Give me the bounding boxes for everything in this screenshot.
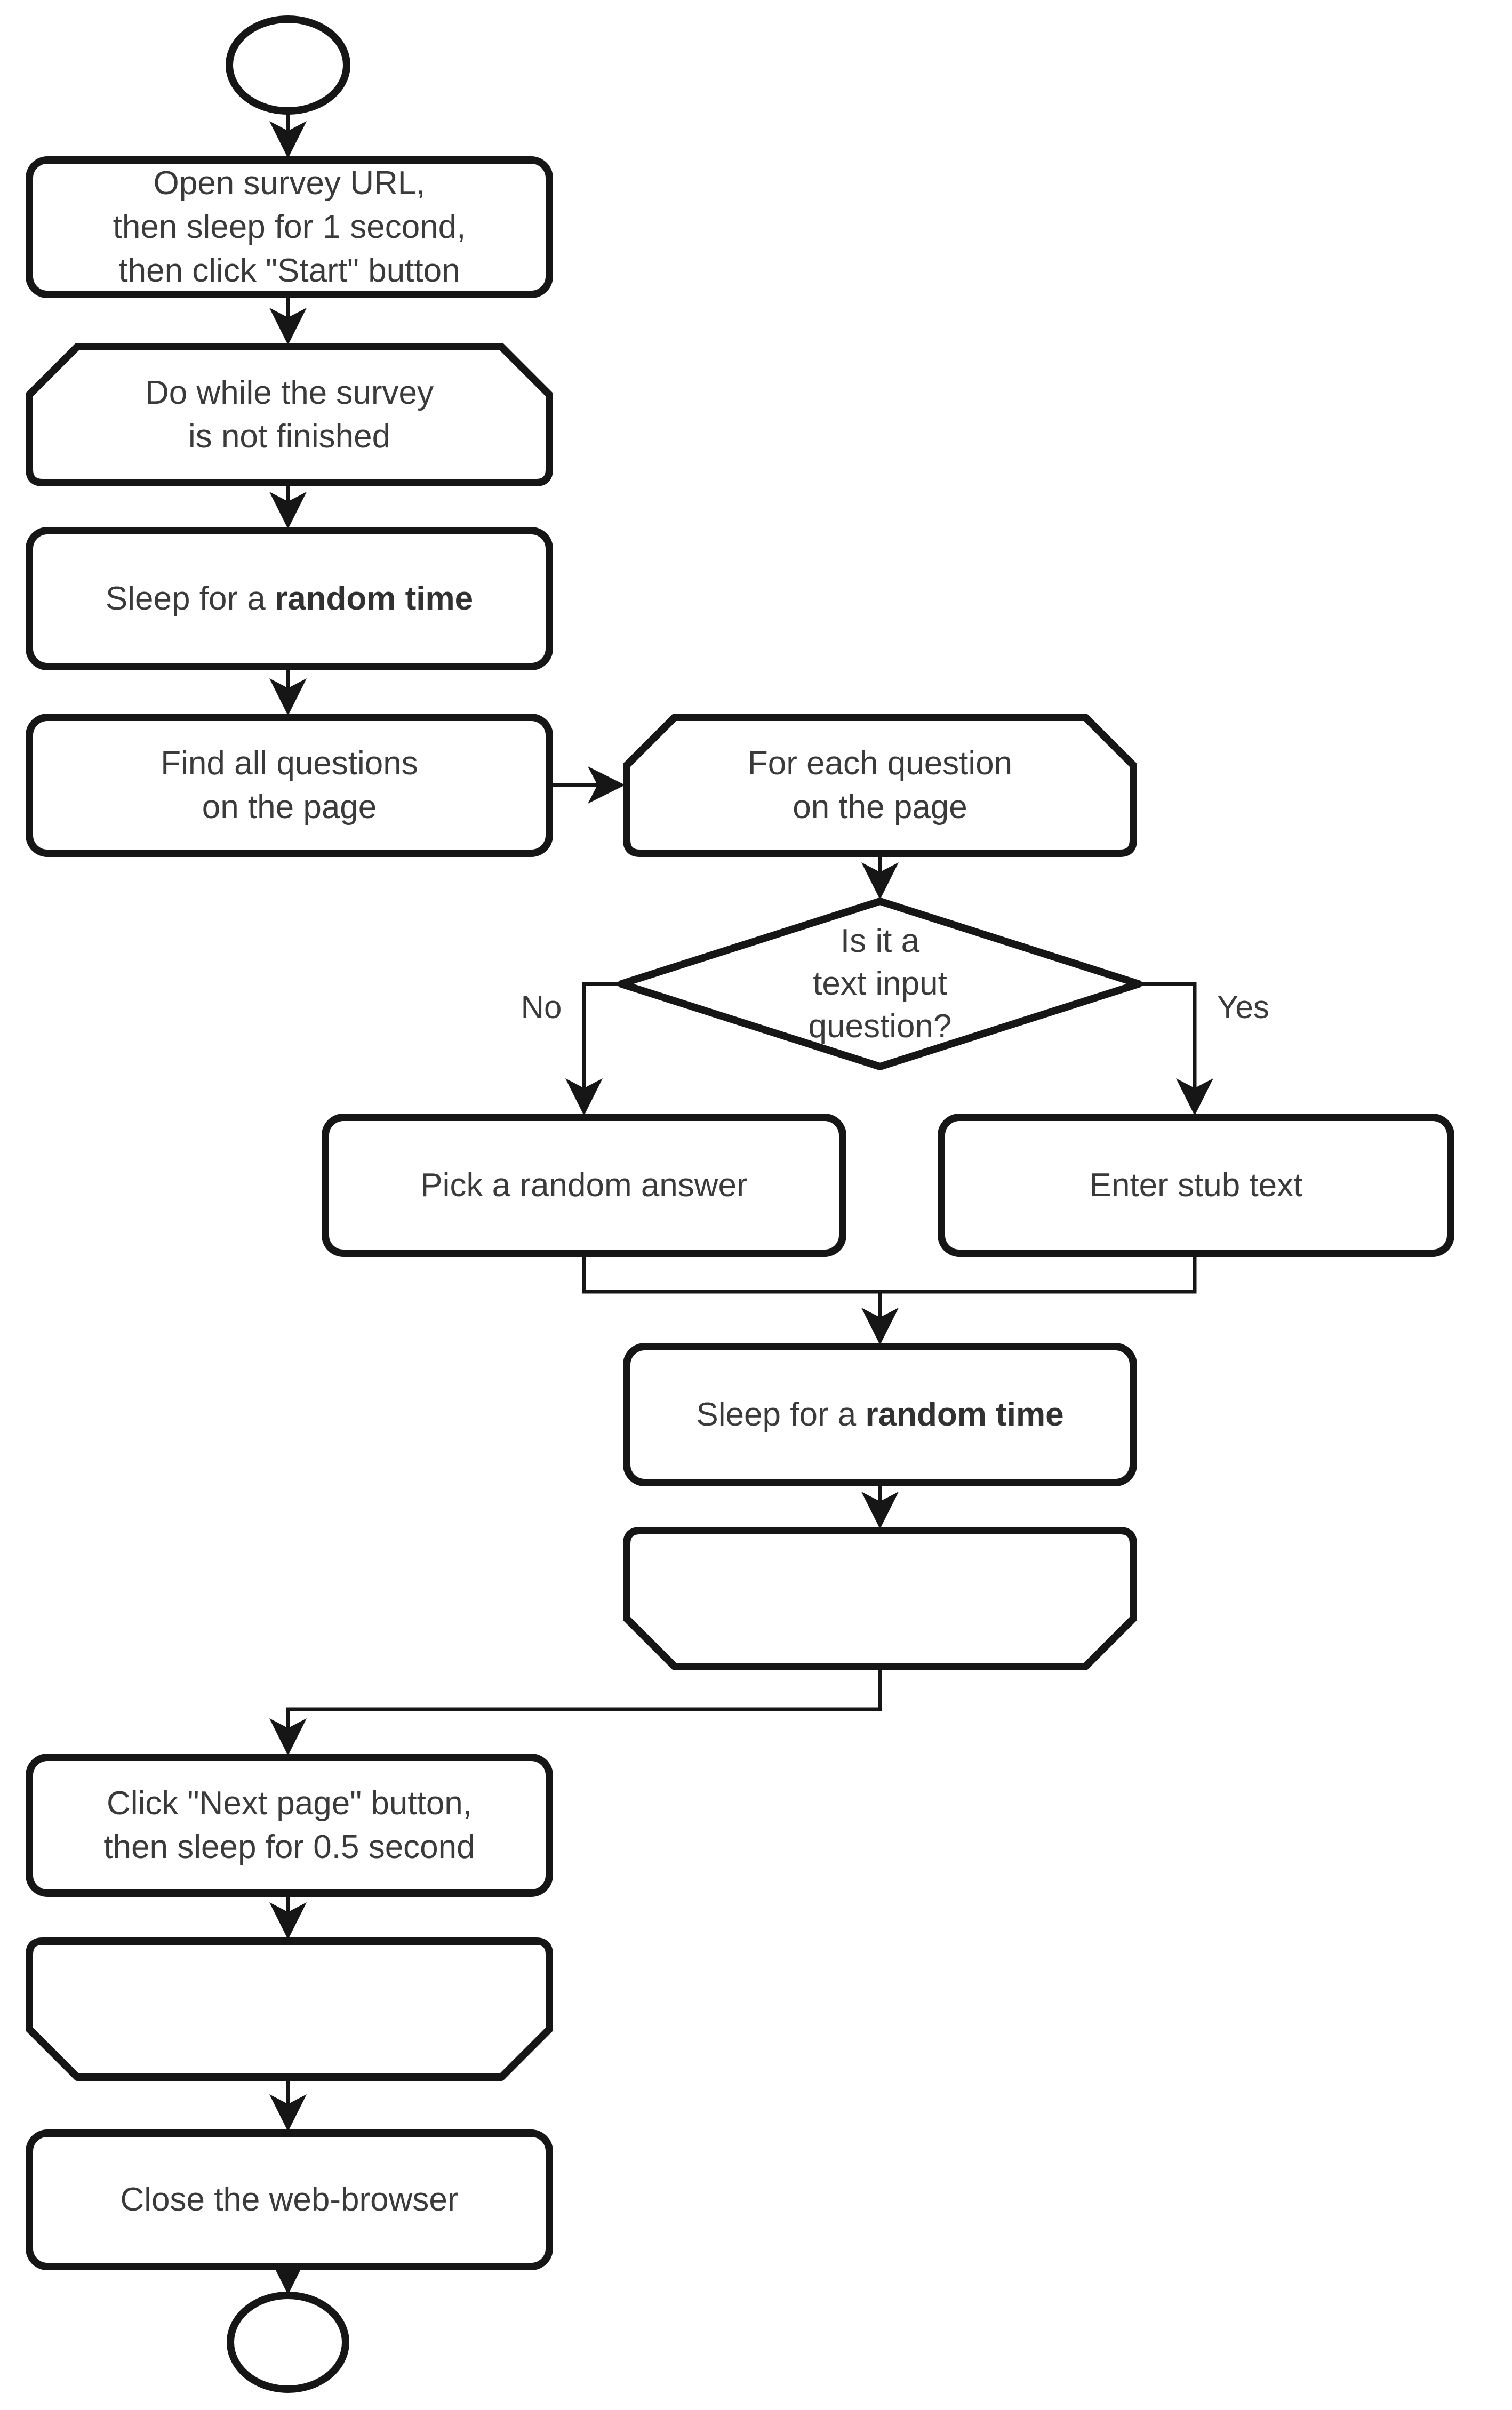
- loop-start-do-while: [26, 343, 553, 486]
- process-sleep-random-2: [623, 1343, 1137, 1486]
- loop-end-survey: [26, 1937, 553, 2081]
- edge-decision-yes-branch: [1139, 982, 1213, 1116]
- loop-end-questions: [623, 1527, 1137, 1670]
- edge-merge-branches: [582, 1253, 1197, 1294]
- yes-branch-label: Yes: [1217, 989, 1269, 1025]
- process-sleep-random-1: [26, 527, 553, 670]
- edge-decision-no-branch: [565, 982, 621, 1116]
- process-click-next-page: [26, 1754, 553, 1897]
- process-close-browser: [26, 2129, 553, 2270]
- process-pick-random-answer: [322, 1114, 846, 1257]
- process-enter-stub-text: [938, 1114, 1454, 1257]
- loop-start-for-each-question: [623, 714, 1137, 857]
- edge-loop-end-to-click-next: [269, 1667, 882, 1756]
- decision-is-text-input: [618, 898, 1142, 1070]
- end-terminator: [227, 2292, 349, 2393]
- start-terminator: [226, 15, 350, 115]
- process-open-survey: [26, 156, 553, 298]
- no-branch-label: No: [521, 989, 562, 1025]
- process-find-questions: [26, 714, 553, 857]
